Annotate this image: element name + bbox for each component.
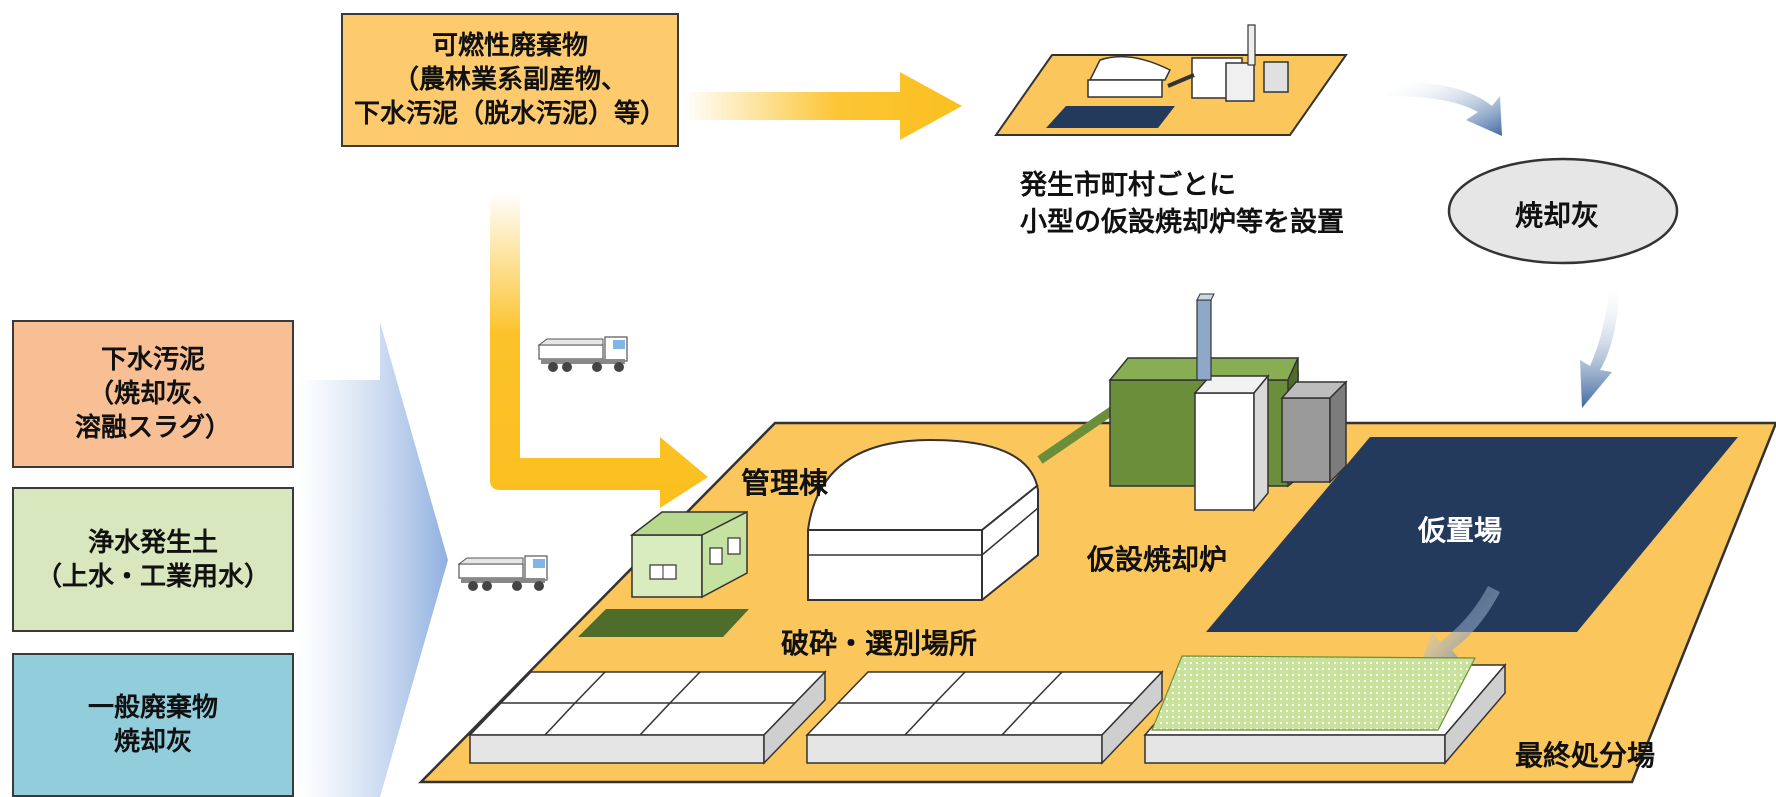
small-incinerator-label: 発生市町村ごとに 小型の仮設焼却炉等を設置	[1020, 170, 1344, 238]
small-incinerator-platform	[994, 54, 1348, 136]
final-disposal-label: 最終処分場	[1515, 739, 1656, 772]
storage-to-final-disposal-arrow	[1420, 586, 1500, 666]
sewage-sludge-label: 下水汚泥 （焼却灰、 溶融スラグ）	[74, 345, 231, 443]
ash-ellipse	[1447, 157, 1679, 265]
incoming-waste-arrow	[298, 322, 448, 797]
truck-icon-top	[537, 336, 628, 372]
combustible-to-small-incinerator-arrow	[684, 72, 962, 140]
water-treatment-soil-box: 浄水発生土 （上水・工業用水）	[12, 487, 294, 632]
temporary-storage-area	[1206, 437, 1738, 632]
water-treatment-soil-label: 浄水発生土 （上水・工業用水）	[35, 527, 270, 592]
ash-label: 焼却灰	[1515, 199, 1600, 232]
small-incinerator-to-ash-arrow	[1388, 81, 1502, 136]
temp-incinerator-label: 仮設焼却炉	[1087, 543, 1228, 576]
disposal-cells-2	[805, 670, 1164, 765]
crushing-sorting-building	[807, 438, 1039, 601]
general-waste-ash-box: 一般廃棄物 焼却灰	[12, 653, 294, 797]
crushing-sorting-label: 破砕・選別場所	[781, 627, 978, 660]
admin-building-label: 管理棟	[741, 466, 829, 500]
temp-storage-label: 仮置場	[1418, 514, 1503, 547]
combustible-waste-box: 可燃性廃棄物 （農林業系副産物、 下水汚泥（脱水汚泥）等）	[341, 13, 679, 147]
small-storage-pad	[1046, 106, 1175, 128]
disposal-cells-1	[468, 670, 827, 765]
combustible-to-site-arrow	[490, 192, 708, 508]
truck-icon-bottom	[457, 555, 548, 591]
sewage-sludge-box: 下水汚泥 （焼却灰、 溶融スラグ）	[12, 320, 294, 468]
ash-to-storage-arrow	[1580, 280, 1620, 408]
general-waste-ash-label: 一般廃棄物 焼却灰	[87, 693, 218, 757]
final-disposal-cell	[1143, 655, 1507, 766]
parking-pad	[578, 609, 749, 637]
combustible-waste-label: 可燃性廃棄物 （農林業系副産物、 下水汚泥（脱水汚泥）等）	[353, 31, 666, 129]
